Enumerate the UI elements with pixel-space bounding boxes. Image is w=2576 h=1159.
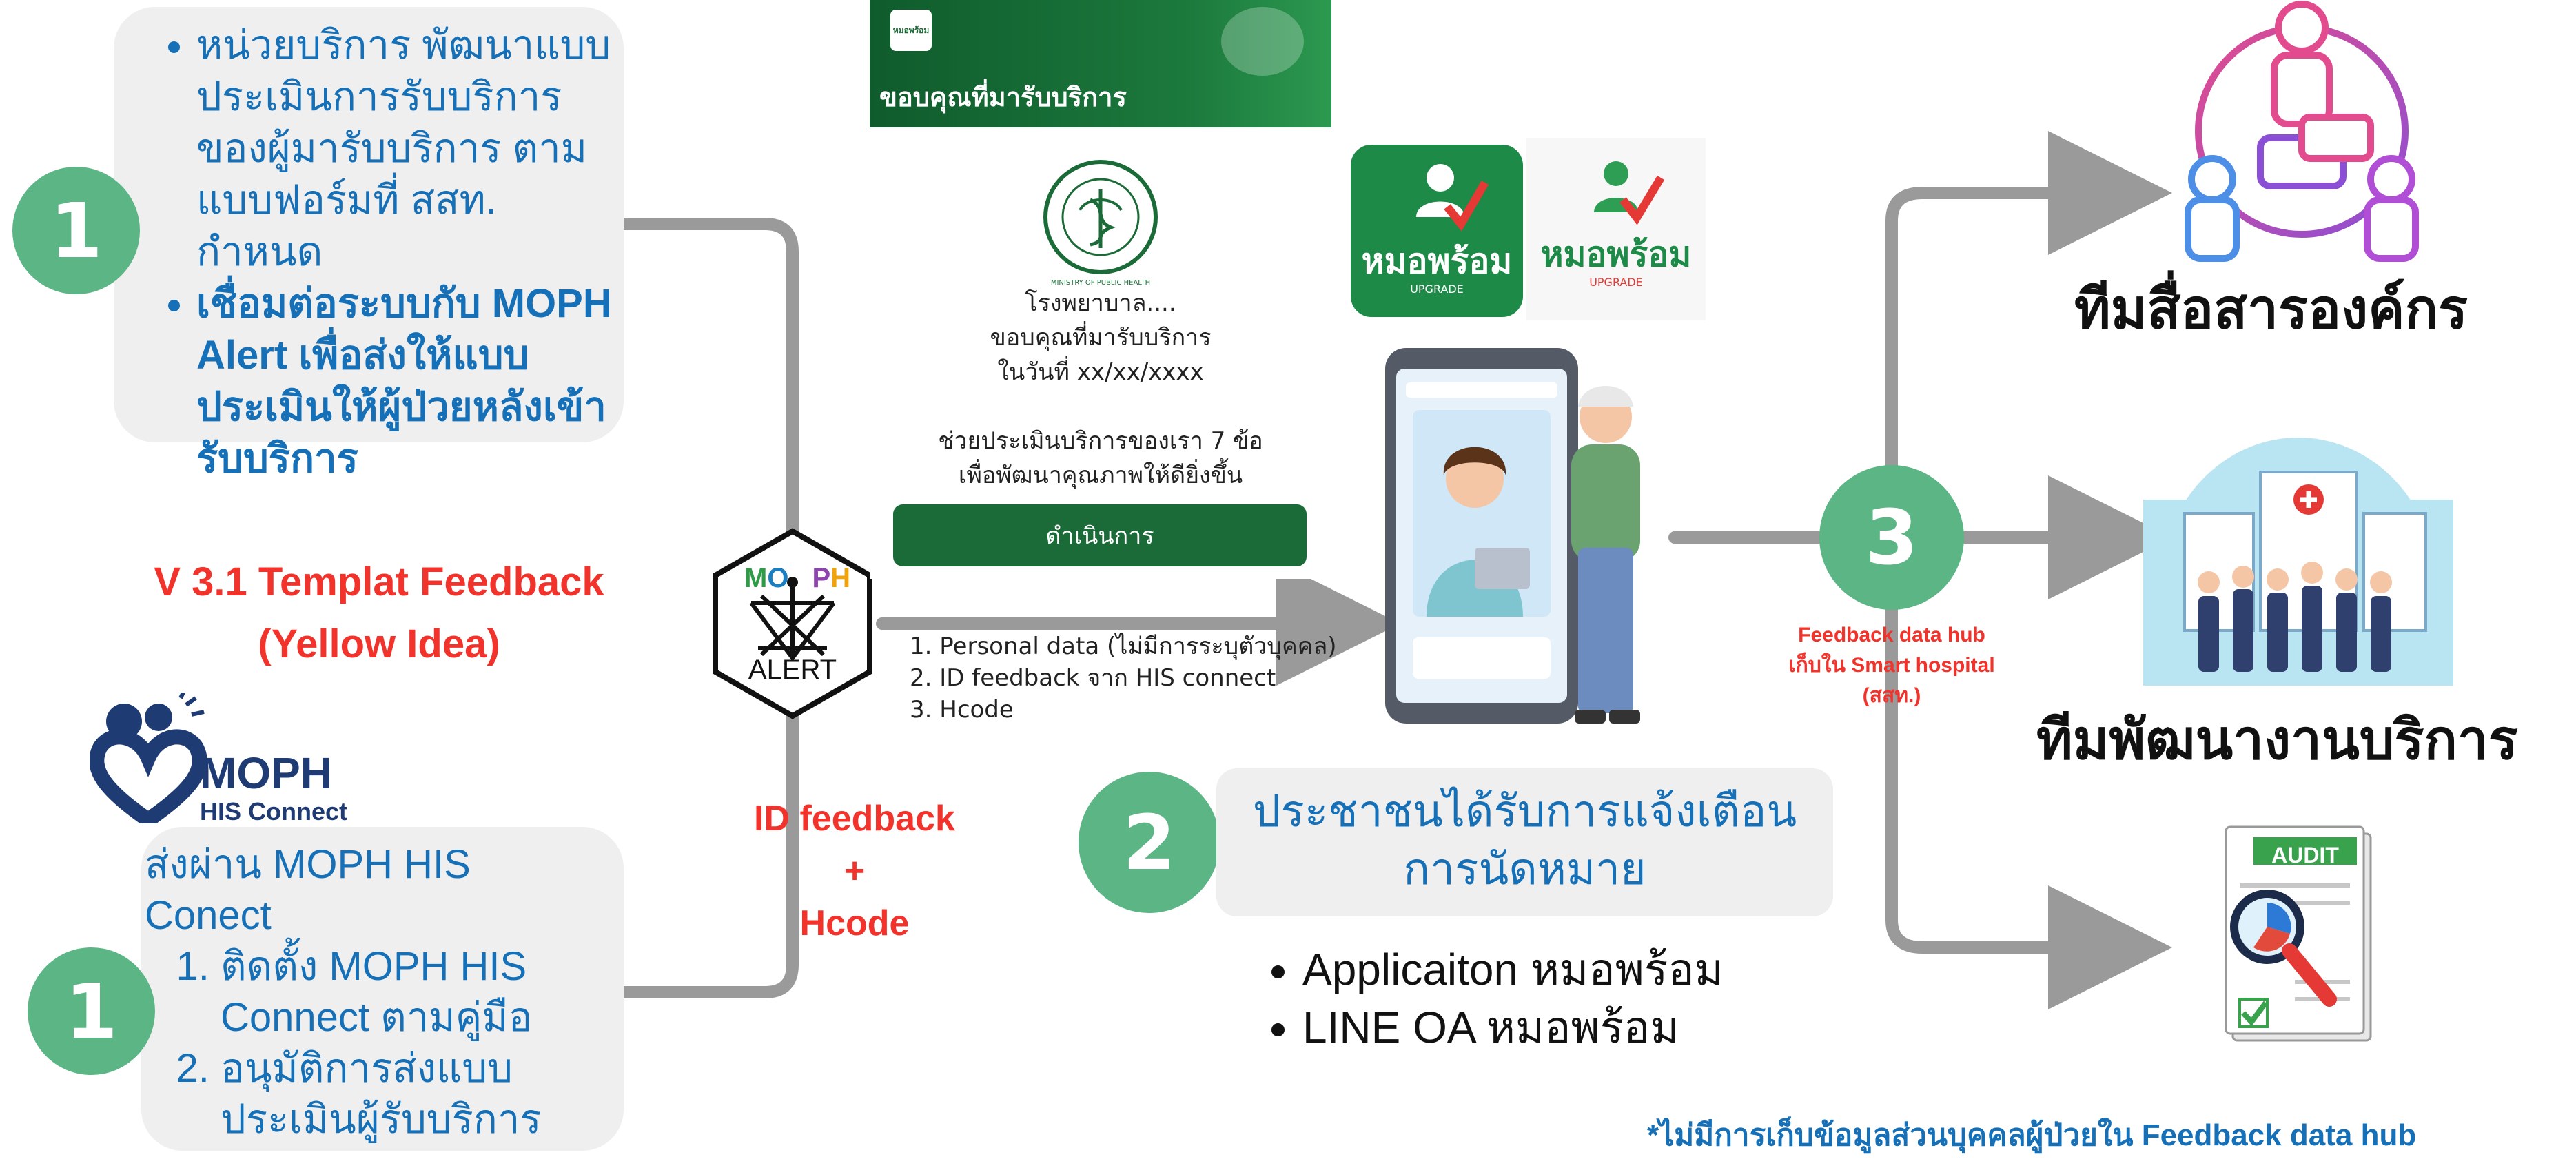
id-feedback-label: ID feedback + Hcode bbox=[730, 792, 979, 950]
audit-report-icon bbox=[2225, 825, 2372, 1042]
alert-letter-m: M bbox=[744, 563, 768, 593]
step2-line1: ประชาชนได้รับการแจ้งเตือน bbox=[1252, 786, 1797, 836]
his-connect-logo: MOPH HIS Connect bbox=[90, 693, 365, 825]
ministry-seal-icon bbox=[1043, 160, 1158, 274]
phone-help-line1: ช่วยประเมินบริการของเรา 7 ข้อ bbox=[938, 427, 1263, 455]
app-logo-light-tag: UPGRADE bbox=[1589, 276, 1643, 289]
step2-number: 2 bbox=[1079, 772, 1220, 913]
footnote: *ไม่มีการเก็บข้อมูลส่วนบุคคลผู้ป่วยใน Fe… bbox=[1647, 1118, 2417, 1152]
phone-thanks: ขอบคุณที่มารับบริการ bbox=[990, 324, 1212, 351]
data-list: 1. Personal data (ไม่มีการระบุตัวบุคคล) … bbox=[910, 630, 1337, 726]
step1-bottom-number: 1 bbox=[28, 947, 155, 1075]
step2-bullet-1: Applicaiton หมอพร้อม bbox=[1302, 941, 1724, 998]
step1-bottom-text: ส่งผ่าน MOPH HIS Conect ติดตั้ง MOPH HIS… bbox=[145, 839, 558, 1145]
template-label: V 3.1 Templat Feedback (Yellow Idea) bbox=[103, 551, 655, 675]
id-feedback-line2: + bbox=[844, 851, 866, 891]
step3-line3: (สสท.) bbox=[1862, 684, 1921, 707]
step3-number: 3 bbox=[1819, 465, 1964, 610]
step3-line2: เก็บใน Smart hospital bbox=[1788, 654, 1995, 677]
phone-help-line2: เพื่อพัฒนาคุณภาพให้ดียิ่งขึ้น bbox=[958, 462, 1243, 489]
his-logo-subtitle: HIS Connect bbox=[200, 797, 348, 825]
template-label-line2: (Yellow Idea) bbox=[258, 622, 500, 666]
phone-robot-icon bbox=[1221, 7, 1304, 76]
step1-top-box bbox=[114, 7, 624, 442]
step3-label: Feedback data hub เก็บใน Smart hospital … bbox=[1764, 620, 2019, 711]
alert-letter-h: H bbox=[830, 563, 851, 593]
phone-hospital: โรงพยาบาล.... bbox=[1025, 289, 1176, 317]
step1-bottom-item-1: ติดตั้ง MOPH HIS Connect ตามคู่มือ bbox=[221, 941, 558, 1043]
doctor-check-icon-light bbox=[1594, 161, 1664, 225]
data-list-item-1: 1. Personal data (ไม่มีการระบุตัวบุคคล) bbox=[910, 633, 1337, 660]
data-list-item-3: 3. Hcode bbox=[910, 696, 1014, 724]
hospital-staff-illustration bbox=[2143, 438, 2453, 686]
phone-date: ในวันที่ xx/xx/xxxx bbox=[997, 358, 1204, 386]
app-logo-light: หมอพร้อม UPGRADE bbox=[1526, 138, 1706, 320]
app-logo-light-name: หมอพร้อม bbox=[1540, 234, 1692, 274]
comm-team-label: ทีมสื่อสารองค์กร bbox=[2074, 277, 2468, 341]
mobile-consult-illustration bbox=[1385, 348, 1640, 724]
step2-text: ประชาชนได้รับการแจ้งเตือน การนัดหมาย bbox=[1216, 782, 1833, 898]
app-logo-dark-tag: UPGRADE bbox=[1410, 283, 1464, 296]
step1-top-bullet-1: หน่วยบริการ พัฒนาแบบประเมินการรับบริการข… bbox=[196, 19, 617, 278]
step1-top-bullet-2: เชื่อมต่อระบบกับ MOPH Alert เพื่อส่งให้แ… bbox=[196, 278, 617, 484]
id-feedback-line1: ID feedback bbox=[754, 799, 955, 839]
step2-line2: การนัดหมาย bbox=[1403, 844, 1646, 894]
step2-bullets: Applicaiton หมอพร้อม LINE OA หมอพร้อม bbox=[1261, 941, 1724, 1056]
phone-body-text: โรงพยาบาล.... ขอบคุณที่มารับบริการ ในวัน… bbox=[870, 286, 1331, 493]
phone-header-title: ขอบคุณที่มารับบริการ bbox=[879, 82, 1127, 112]
app-logo-dark: หมอพร้อม UPGRADE bbox=[1351, 145, 1523, 317]
step3-line1: Feedback data hub bbox=[1798, 624, 1985, 646]
doctor-check-icon bbox=[1416, 164, 1489, 232]
step2-bullet-2: LINE OA หมอพร้อม bbox=[1302, 998, 1724, 1056]
alert-letter-p: P bbox=[812, 563, 831, 593]
proceed-button[interactable]: ดำเนินการ bbox=[893, 504, 1307, 566]
phone-header-bar: หมอพร้อม ขอบคุณที่มารับบริการ bbox=[870, 0, 1331, 127]
alert-hexagon-icon bbox=[713, 528, 872, 719]
his-logo-name: MOPH bbox=[200, 748, 332, 798]
app-logo-dark-name: หมอพร้อม bbox=[1361, 241, 1513, 281]
template-label-line1: V 3.1 Templat Feedback bbox=[154, 560, 604, 604]
alert-letter-o: O bbox=[767, 563, 789, 593]
step1-bottom-box bbox=[141, 827, 624, 1151]
step1-bottom-heading: ส่งผ่าน MOPH HIS Conect bbox=[145, 842, 471, 938]
audit-label: AUDIT bbox=[2271, 843, 2339, 868]
id-feedback-line3: Hcode bbox=[799, 903, 910, 943]
alert-label: ALERT bbox=[748, 655, 837, 685]
step1-top-number: 1 bbox=[12, 167, 140, 294]
team-network-icon bbox=[2185, 1, 2419, 262]
phone-screen: หมอพร้อม ขอบคุณที่มารับบริการ MINISTRY O… bbox=[870, 0, 1331, 579]
his-heart-icon bbox=[90, 693, 207, 823]
seal-label: MINISTRY OF PUBLIC HEALTH bbox=[1050, 279, 1151, 287]
step1-bottom-item-2: อนุมัติการส่งแบบประเมินผู้รับบริการ bbox=[221, 1043, 558, 1145]
service-team-label: ทีมพัฒนางานบริการ bbox=[2036, 708, 2518, 772]
proceed-button-label: ดำเนินการ bbox=[1045, 522, 1154, 550]
phone-app-logo: หมอพร้อม bbox=[890, 10, 932, 51]
step2-box bbox=[1216, 768, 1833, 916]
step1-top-text: หน่วยบริการ พัฒนาแบบประเมินการรับบริการข… bbox=[148, 19, 617, 484]
data-list-item-2: 2. ID feedback จาก HIS connect bbox=[910, 664, 1276, 692]
